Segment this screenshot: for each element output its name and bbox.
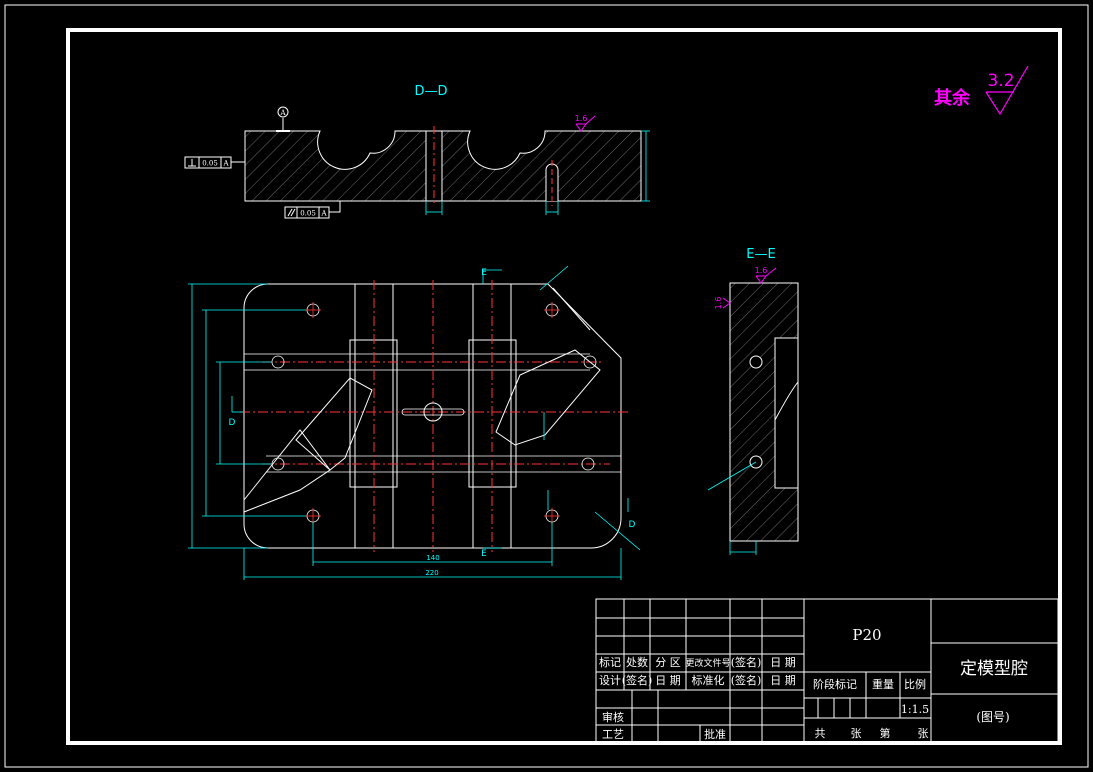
section-dd-label: D—D [414, 84, 447, 99]
svg-text:重量: 重量 [872, 677, 894, 691]
svg-text:张: 张 [851, 727, 862, 740]
svg-text:1.6: 1.6 [755, 266, 768, 275]
svg-text:更改文件号: 更改文件号 [685, 657, 730, 669]
section-arrow-d-left: D [229, 418, 236, 428]
part-name: 定模型腔 [960, 659, 1028, 679]
datum-symbol [277, 106, 289, 118]
general-roughness-note: 其余 3.2 [934, 65, 1029, 116]
svg-text:张: 张 [918, 727, 929, 740]
material-label: P20 [852, 626, 881, 644]
section-arrow-d-right: D [629, 520, 636, 530]
svg-text:共: 共 [815, 727, 826, 740]
svg-text:A: A [222, 160, 229, 168]
svg-text:(签名): (签名) [731, 655, 762, 669]
surface-roughness-mark-top: 1.6 [575, 114, 596, 132]
svg-text:分 区: 分 区 [655, 656, 681, 669]
section-ee-label: E—E [746, 247, 775, 262]
outer-frame [4, 4, 1089, 768]
svg-text:比例: 比例 [904, 677, 926, 691]
svg-text:处数: 处数 [626, 656, 648, 669]
section-dd-view: D—D A 0.05 A 0.05 A [184, 84, 650, 219]
svg-text:第: 第 [880, 726, 891, 740]
svg-text:1.6: 1.6 [575, 114, 588, 123]
dimension-220: 220 [425, 569, 438, 577]
surface-roughness-mark-ee: 1.6 1.6 [714, 266, 777, 310]
datum-label: A [279, 109, 286, 117]
section-arrow-e-top: E [481, 268, 487, 278]
scale-value: 1:1.5 [901, 703, 929, 716]
svg-text:标记: 标记 [599, 655, 621, 669]
plan-view: 140 220 E E D D [188, 265, 641, 580]
roughness-value: 3.2 [987, 71, 1014, 91]
title-block [595, 598, 1059, 743]
svg-text:日 期: 日 期 [770, 674, 796, 687]
drawing-number: (图号) [976, 710, 1009, 724]
svg-text:A: A [320, 210, 327, 218]
inner-frame [66, 28, 1062, 745]
svg-text:工艺: 工艺 [602, 728, 624, 741]
title-block-text: 标记 处数 分 区 更改文件号 (签名) 日 期 设计 (签名) 日 期 标准化… [599, 626, 1028, 741]
svg-text:1.6: 1.6 [714, 297, 723, 310]
svg-text:0.05: 0.05 [300, 210, 316, 218]
section-ee-view: E—E 1.6 1.6 [707, 247, 799, 555]
roughness-other-label: 其余 [934, 87, 971, 109]
perpendicularity-frame: 0.05 A [184, 156, 245, 169]
svg-text:日 期: 日 期 [770, 656, 796, 669]
svg-text:(签名): (签名) [731, 673, 762, 687]
svg-text:日 期: 日 期 [655, 674, 681, 687]
svg-text:批准: 批准 [704, 727, 726, 741]
svg-text:审核: 审核 [602, 710, 624, 724]
svg-text:标准化: 标准化 [692, 673, 725, 687]
section-arrow-e-bottom: E [481, 549, 487, 559]
svg-text:设计: 设计 [599, 674, 621, 687]
svg-text:0.05: 0.05 [202, 160, 218, 168]
parallelism-frame: 0.05 A [284, 201, 341, 219]
svg-text:(签名): (签名) [622, 673, 653, 687]
svg-text:阶段标记: 阶段标记 [813, 677, 857, 691]
dimension-140: 140 [426, 554, 439, 562]
